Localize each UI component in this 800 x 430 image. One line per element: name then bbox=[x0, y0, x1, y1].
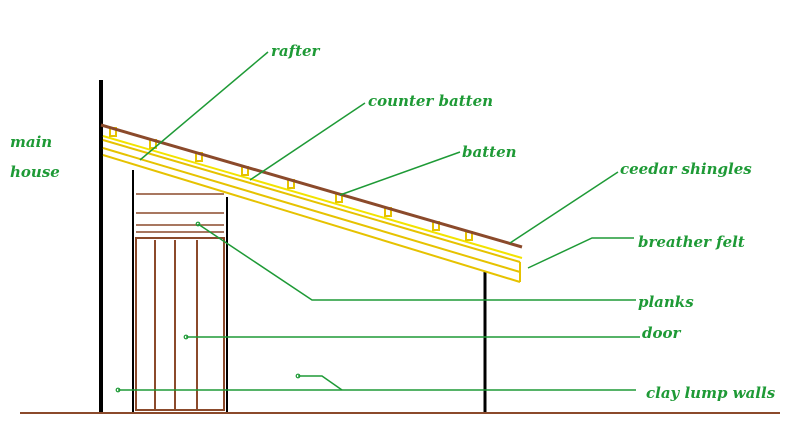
leader-clay-lump-walls-2 bbox=[298, 375, 343, 391]
leader-planks bbox=[197, 223, 636, 301]
leader-counter-batten bbox=[249, 102, 366, 181]
door bbox=[135, 237, 225, 411]
label-counter-batten: counter batten bbox=[368, 92, 493, 110]
planks bbox=[136, 193, 224, 233]
rafter bbox=[102, 139, 521, 283]
label-batten: batten bbox=[462, 143, 517, 161]
label-cedar-shingles: ceedar shingles bbox=[620, 160, 752, 178]
label-rafter: rafter bbox=[271, 42, 321, 60]
leader-dots bbox=[115, 221, 301, 393]
cedar-shingles bbox=[100, 123, 523, 249]
label-breather-felt: breather felt bbox=[638, 233, 745, 251]
leader-lines bbox=[118, 51, 640, 391]
label-main-house-line2: house bbox=[10, 163, 60, 181]
leader-cedar-shingles bbox=[509, 171, 619, 244]
label-planks: planks bbox=[638, 293, 694, 311]
leader-batten bbox=[339, 151, 461, 196]
label-main-house-line1: main bbox=[10, 133, 52, 151]
breather-felt bbox=[102, 135, 523, 259]
leader-breather-felt bbox=[527, 237, 634, 269]
leader-rafter bbox=[139, 51, 269, 161]
label-clay-lump-walls: clay lump walls bbox=[646, 384, 776, 402]
label-door: door bbox=[642, 324, 681, 342]
